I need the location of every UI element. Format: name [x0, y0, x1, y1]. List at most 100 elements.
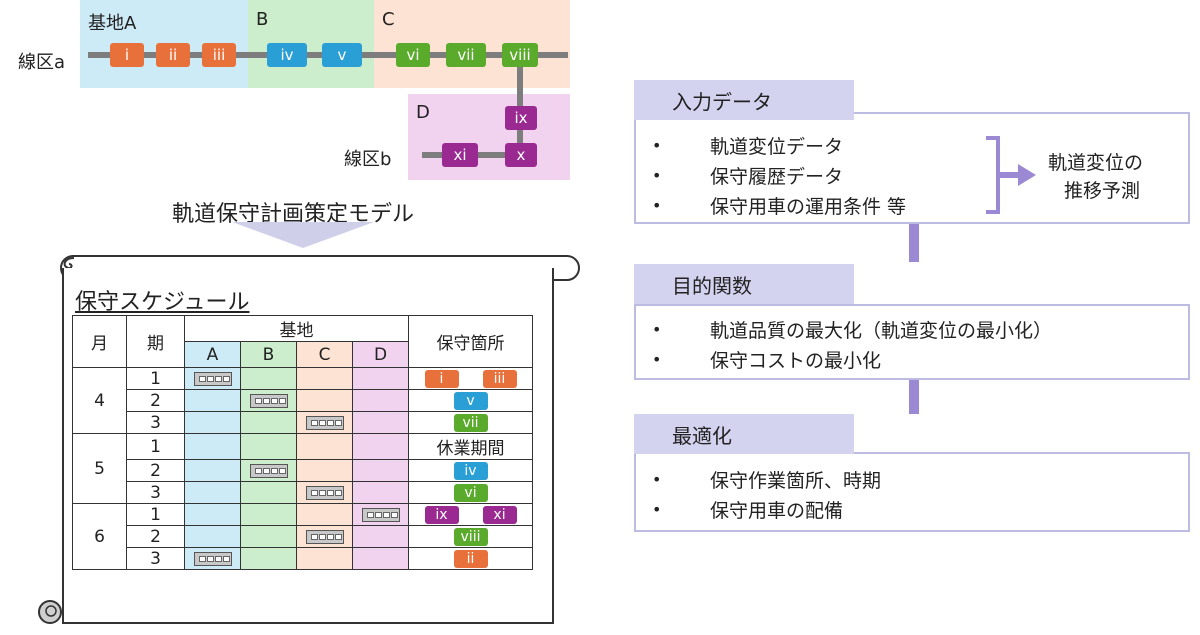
- site-chip: v: [453, 391, 488, 410]
- site-chip-v: v: [322, 43, 362, 67]
- region-d: [408, 94, 570, 180]
- site-chip: viii: [453, 527, 488, 546]
- maintenance-car-icon: [193, 551, 232, 566]
- header-month: 月: [72, 315, 127, 368]
- maintenance-car-icon: [249, 393, 288, 408]
- optimization-item-1: 保守作業箇所、時期: [710, 470, 882, 492]
- optimization-item-2: 保守用車の配備: [710, 500, 844, 522]
- base-cell: [352, 459, 409, 482]
- period-cell: 2: [126, 525, 185, 548]
- period-cell: 3: [126, 547, 185, 570]
- down-arrow-icon: [232, 222, 374, 248]
- objective-bullet-2: •: [652, 350, 662, 369]
- site-chip-ii: ii: [156, 43, 190, 67]
- site-chip-viii: viii: [502, 43, 538, 67]
- input-item-3: 保守用車の運用条件 等: [710, 196, 907, 218]
- base-cell: [240, 459, 297, 482]
- month-cell: 4: [72, 367, 127, 434]
- header-base-b: B: [240, 341, 297, 368]
- base-cell: [240, 367, 297, 390]
- site-chip-vi: vi: [396, 43, 430, 67]
- base-cell: [184, 459, 241, 482]
- scroll-bottom-curl-icon: [38, 600, 62, 624]
- maintenance-car-icon: [193, 371, 232, 386]
- base-cell: [240, 481, 297, 504]
- site-chip: xi: [482, 505, 517, 524]
- base-cell: [296, 525, 353, 548]
- site-chip-xi: xi: [442, 143, 478, 167]
- month-cell: 6: [72, 503, 127, 570]
- table-row: 2 iv: [73, 459, 533, 482]
- base-cell: [184, 525, 241, 548]
- site-chip: vii: [453, 413, 488, 432]
- base-cell: [240, 525, 297, 548]
- table-row: 2 viii: [73, 525, 533, 548]
- input-bullet-2: •: [652, 166, 662, 185]
- site-chip: ii: [453, 549, 488, 568]
- period-cell: 2: [126, 459, 185, 482]
- base-cell: [184, 433, 241, 460]
- site-chip-x: x: [505, 143, 537, 167]
- header-sites: 保守箇所: [408, 315, 533, 368]
- site-chip-iii: iii: [202, 43, 236, 67]
- site-chip: i: [424, 369, 459, 388]
- header-base-c: C: [296, 341, 353, 368]
- base-cell: [184, 547, 241, 570]
- region-d-label: D: [416, 102, 430, 123]
- base-cell: [240, 433, 297, 460]
- sites-cell: ii: [408, 547, 533, 570]
- input-bullet-3: •: [652, 196, 662, 215]
- site-chip: iii: [482, 369, 517, 388]
- maintenance-car-icon: [305, 415, 344, 430]
- period-cell: 1: [126, 503, 185, 526]
- period-cell: 1: [126, 433, 185, 460]
- header-base-d: D: [352, 341, 409, 368]
- base-cell: [352, 433, 409, 460]
- region-a-label: 基地A: [88, 13, 137, 34]
- sites-cell: iv: [408, 459, 533, 482]
- base-cell: [296, 459, 353, 482]
- period-cell: 2: [126, 389, 185, 412]
- base-cell: [352, 547, 409, 570]
- base-cell: [296, 433, 353, 460]
- base-cell: [296, 503, 353, 526]
- site-chip: vi: [453, 483, 488, 502]
- base-cell: [184, 411, 241, 434]
- base-cell: [184, 481, 241, 504]
- maintenance-car-icon: [305, 529, 344, 544]
- objective-box: [634, 304, 1190, 380]
- base-cell: [352, 481, 409, 504]
- table-row: 3 vi: [73, 481, 533, 504]
- input-item-2: 保守履歴データ: [710, 166, 844, 188]
- input-result-line-2: 推移予測: [1064, 180, 1141, 202]
- objective-item-2: 保守コストの最小化: [710, 350, 882, 372]
- base-cell: [352, 503, 409, 526]
- base-cell: [240, 547, 297, 570]
- objective-header: 目的関数: [634, 264, 854, 304]
- base-cell: [296, 481, 353, 504]
- input-header: 入力データ: [634, 80, 854, 120]
- base-cell: [352, 367, 409, 390]
- site-chip-iv: iv: [267, 43, 307, 67]
- line-b-label: 線区b: [344, 149, 392, 170]
- sites-cell: 休業期間: [408, 433, 533, 460]
- sites-cell: vii: [408, 411, 533, 434]
- bracket-arrow-icon: [986, 136, 1036, 214]
- base-cell: [296, 367, 353, 390]
- sites-cell: viii: [408, 525, 533, 548]
- region-b-label: B: [256, 9, 269, 30]
- maintenance-car-icon: [249, 463, 288, 478]
- schedule-title: 保守スケジュール: [75, 290, 250, 315]
- optimization-box: [634, 452, 1190, 532]
- site-chip-vii: vii: [446, 43, 486, 67]
- input-item-1: 軌道変位データ: [710, 136, 844, 158]
- flow-connector-2: [909, 378, 919, 414]
- optimization-bullet-1: •: [652, 470, 662, 489]
- period-cell: 3: [126, 481, 185, 504]
- site-chip: iv: [453, 461, 488, 480]
